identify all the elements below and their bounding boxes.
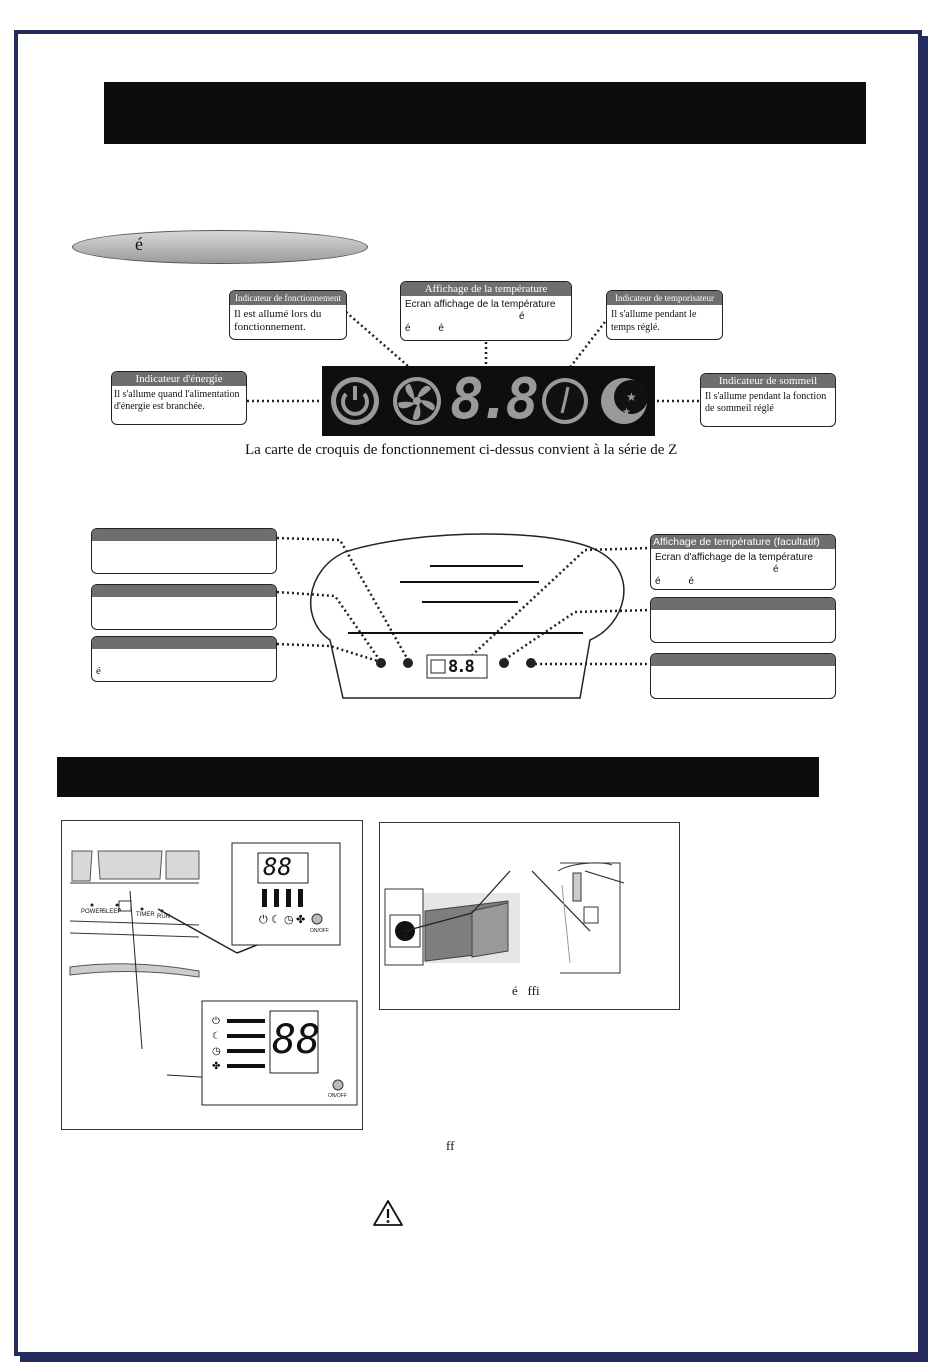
callout-line: é (773, 564, 779, 575)
fan-icon (393, 377, 441, 425)
svg-text:⏻: ⏻ (212, 1016, 220, 1027)
callout-title: Affichage de température (facultatif) (651, 535, 835, 549)
unit-callout-left-3: é (91, 636, 277, 682)
title-bar (104, 82, 866, 144)
callout-line: d'énergie est branchée. (114, 401, 205, 412)
sensor-unit-caption: é ffi (512, 983, 540, 998)
page-border (14, 30, 922, 1356)
unit-callout-right-2 (650, 597, 836, 643)
callout-line: é é (405, 323, 444, 334)
callout-line: Il s'allume pendant la fonction (705, 391, 827, 402)
callout-fonctionnement: Indicateur de fonctionnement Il est allu… (229, 290, 347, 340)
svg-text:★: ★ (626, 390, 637, 404)
strip-bottom-digits: 88 (272, 1017, 321, 1063)
sensor-unit-drawing (384, 862, 625, 974)
callout-temperature: Affichage de la température Ecran affich… (400, 281, 572, 341)
callout-line: de sommeil réglé (705, 403, 774, 414)
svg-text:◷: ◷ (284, 914, 294, 926)
svg-text:✤: ✤ (212, 1061, 220, 1072)
callout-line: Ecran affichage de la température (405, 299, 556, 310)
panel-caption: La carte de croquis de fonctionnement ci… (245, 442, 678, 458)
callout-line: Il s'allume quand l'alimentation (114, 389, 240, 400)
note-ff: ff (446, 1138, 455, 1153)
figure-sensor-unit: é ffi (379, 822, 680, 1010)
unit-display-digits: 8.8 (448, 657, 475, 677)
section-label-pill: é (72, 230, 368, 264)
strip-label-timer: TIMER (136, 912, 155, 918)
strip-label-run: RUN (157, 914, 170, 920)
power-icon (331, 377, 379, 425)
unit-callout-left-1 (91, 528, 277, 574)
strip-label-power: POWER (81, 909, 104, 915)
svg-text:◷: ◷ (212, 1046, 221, 1057)
svg-text:☾: ☾ (212, 1031, 221, 1042)
callout-line: temps réglé. (611, 322, 660, 333)
strip-icons-bottom: ⏻ ☾ ◷ ✤ (212, 1016, 221, 1072)
figure-control-strip: ⏻ ☾ ◷ ✤ ⏻ ☾ ◷ ✤ POWER SLEEP TIMER RUN 88… (61, 820, 363, 1130)
unit-callout-temperature: Affichage de température (facultatif) Ec… (650, 534, 836, 590)
strip-label-sleep: SLEEP (102, 909, 122, 915)
section1-connectors (247, 311, 700, 403)
svg-text:☾: ☾ (271, 914, 281, 926)
strip-top-digits: 88 (263, 853, 292, 881)
section2-diagram (276, 533, 653, 699)
callout-title: Indicateur d'énergie (112, 372, 246, 386)
onoff-label-top: ON/OFF (310, 928, 329, 934)
section-bar (57, 757, 819, 797)
callout-temporisateur: Indicateur de temporisateur Il s'allume … (606, 290, 723, 340)
strip-icons-top: ⏻ ☾ ◷ ✤ (259, 914, 305, 926)
callout-line: Ecran d'affichage de la température (655, 552, 813, 563)
panel-icons: ★ ★ (331, 377, 648, 425)
unit-callout-right-3 (650, 653, 836, 699)
callout-title: Indicateur de fonctionnement (230, 291, 346, 305)
control-panel: ★ ★ 8.8 (322, 366, 655, 436)
svg-text:★: ★ (622, 407, 631, 418)
callout-title: Affichage de la température (401, 282, 571, 296)
sleep-moon-icon: ★ ★ (601, 378, 648, 424)
callout-line: Il est allumé lors du (234, 308, 322, 320)
callout-title: Indicateur de temporisateur (607, 291, 722, 305)
callout-title: Indicateur de sommeil (701, 374, 835, 388)
callout-sommeil: Indicateur de sommeil Il s'allume pendan… (700, 373, 836, 427)
temperature-display: 8.8 (450, 367, 539, 432)
callout-line: fonctionnement. (234, 321, 306, 333)
warning-icon (373, 1200, 403, 1226)
callout-line: Il s'allume pendant le (611, 309, 697, 320)
onoff-label-bottom: ON/OFF (328, 1093, 347, 1099)
svg-text:✤: ✤ (296, 914, 305, 926)
control-strip-drawing: ⏻ ☾ ◷ ✤ ⏻ ☾ ◷ ✤ (69, 842, 358, 1106)
svg-text:⏻: ⏻ (259, 914, 268, 926)
pill-text: é (135, 234, 143, 254)
timer-icon (542, 378, 588, 424)
callout-energie: Indicateur d'énergie Il s'allume quand l… (111, 371, 247, 425)
callout-line: é é (655, 576, 694, 587)
unit-outline (309, 533, 625, 699)
unit-callout-left-2 (91, 584, 277, 630)
callout-line: é (519, 311, 525, 322)
callout-line: é (96, 665, 101, 677)
